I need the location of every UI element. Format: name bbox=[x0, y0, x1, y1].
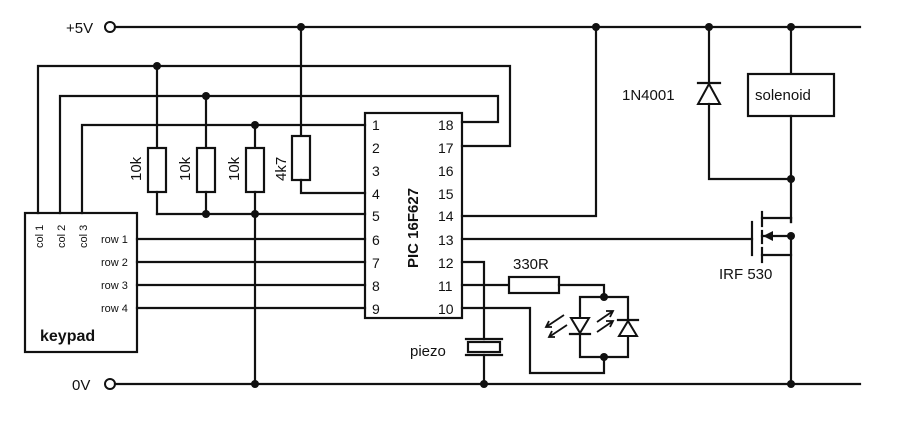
pic-pin-17: 17 bbox=[438, 140, 454, 156]
resistor-r3 bbox=[244, 146, 266, 194]
resistor-r5-label: 330R bbox=[513, 256, 549, 273]
pic-pin-6: 6 bbox=[372, 232, 380, 248]
resistor-r3-label: 10k bbox=[226, 156, 243, 181]
led-branch: 330R bbox=[460, 256, 640, 375]
keypad-col-1-label: col 1 bbox=[34, 225, 46, 248]
resistor-r4 bbox=[290, 134, 312, 182]
resistor-4k7-branch: 4k7 bbox=[273, 23, 367, 195]
pic-left-pins: 1 2 3 4 5 6 7 8 9 bbox=[372, 117, 380, 317]
pic-pin-3: 3 bbox=[372, 163, 380, 179]
keypad: keypad col 1 col 2 col 3 row 1 row 2 row… bbox=[23, 211, 139, 354]
resistor-r1-label: 10k bbox=[128, 156, 145, 181]
pic-pin-15: 15 bbox=[438, 186, 454, 202]
pic-pin-16: 16 bbox=[438, 163, 454, 179]
pic-pin-11: 11 bbox=[438, 278, 453, 294]
zero-volt-label: 0V bbox=[72, 377, 90, 394]
mosfet-arrow-icon bbox=[763, 231, 773, 241]
plus-5v-terminal bbox=[104, 21, 116, 33]
pic-body bbox=[363, 111, 464, 320]
pic-pin-4: 4 bbox=[372, 186, 380, 202]
resistor-r4-label: 4k7 bbox=[273, 157, 290, 181]
pic-microcontroller: PIC 16F627 1 2 3 4 5 6 7 8 9 18 17 16 15… bbox=[363, 111, 464, 320]
pic-pin-7: 7 bbox=[372, 255, 380, 271]
diode-label: 1N4001 bbox=[622, 87, 675, 104]
piezo-element bbox=[466, 340, 502, 354]
resistor-r2-label: 10k bbox=[177, 156, 194, 181]
resistor-r2 bbox=[195, 146, 217, 194]
keypad-row-1-label: row 1 bbox=[101, 234, 128, 246]
pic-pin-5: 5 bbox=[372, 208, 380, 224]
plus-5v-rail: +5V bbox=[66, 20, 862, 37]
solenoid-body bbox=[746, 72, 836, 118]
pic-label: PIC 16F627 bbox=[405, 188, 422, 268]
pic-pin-13: 13 bbox=[438, 232, 454, 248]
keypad-title: keypad bbox=[40, 328, 95, 345]
keypad-row-4-label: row 4 bbox=[101, 303, 128, 315]
pullup-resistors: 10k 10k 10k bbox=[128, 62, 367, 388]
led-1-icon bbox=[569, 317, 591, 335]
keypad-row-2-label: row 2 bbox=[101, 257, 128, 269]
keypad-col-3-label: col 3 bbox=[78, 225, 90, 248]
pin14-supply-wire bbox=[460, 23, 600, 218]
keypad-row-3-label: row 3 bbox=[101, 280, 128, 292]
resistor-r1 bbox=[146, 146, 168, 194]
led-2-icon bbox=[617, 319, 639, 337]
solenoid-label: solenoid bbox=[755, 87, 811, 104]
pic-pin-8: 8 bbox=[372, 278, 380, 294]
zero-volt-rail: 0V bbox=[72, 377, 862, 394]
resistor-r5 bbox=[507, 275, 561, 295]
mosfet: IRF 530 bbox=[719, 210, 795, 388]
piezo-branch: piezo bbox=[410, 260, 504, 388]
mosfet-label: IRF 530 bbox=[719, 266, 772, 283]
diode-branch: 1N4001 bbox=[622, 23, 793, 181]
pic-pin-1: 1 bbox=[372, 117, 380, 133]
keypad-col-2-label: col 2 bbox=[56, 225, 68, 248]
column-wires bbox=[36, 64, 512, 215]
pic-right-pins: 18 17 16 15 14 13 12 11 10 bbox=[438, 117, 454, 317]
pic-pin-10: 10 bbox=[438, 301, 454, 317]
pic-pin-9: 9 bbox=[372, 301, 380, 317]
pic-pin-2: 2 bbox=[372, 140, 380, 156]
zero-volt-terminal bbox=[104, 378, 116, 390]
solenoid-branch: solenoid bbox=[746, 23, 836, 224]
plus-5v-label: +5V bbox=[66, 20, 93, 37]
piezo-label: piezo bbox=[410, 343, 446, 360]
pic-pin-12: 12 bbox=[438, 255, 454, 271]
row-wires bbox=[135, 237, 367, 310]
diode-icon bbox=[696, 81, 722, 105]
pic-pin-18: 18 bbox=[438, 117, 454, 133]
pic-pin-14: 14 bbox=[438, 208, 454, 224]
led-light-arrows bbox=[544, 310, 615, 338]
